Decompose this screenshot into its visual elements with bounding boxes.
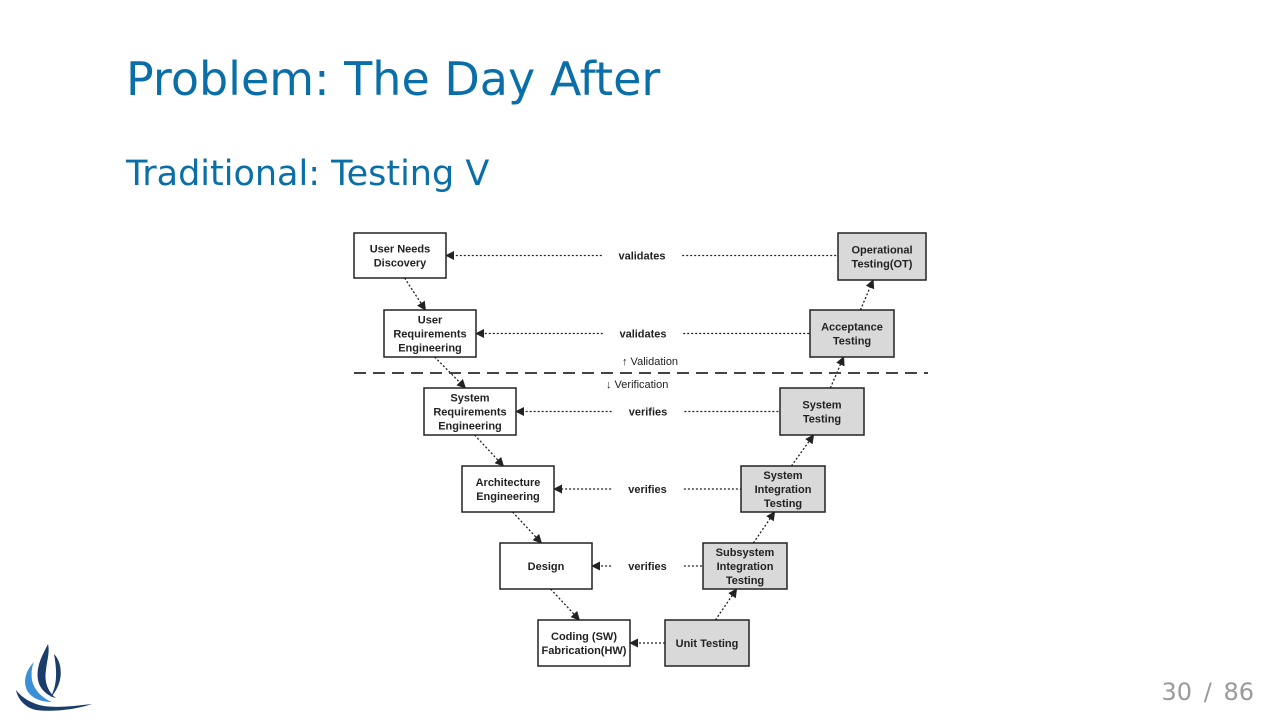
page-separator: / (1203, 678, 1212, 706)
right-box-2-line-1: Testing (803, 414, 841, 426)
left-box-1-rect (383, 309, 477, 358)
right-flow-arrow-5 (714, 588, 738, 621)
left-box-2-line-1: Requirements (433, 407, 506, 419)
right-box-4-line-2: Testing (726, 575, 764, 587)
right-box-1-rect (809, 309, 895, 358)
left-box-1-line-1: Requirements (393, 329, 466, 341)
right-flow-arrow-4 (752, 511, 776, 544)
left-flow-arrow-0 (404, 277, 426, 311)
right-flow-arrow-3 (790, 434, 815, 467)
right-box-4-line-0: Subsystem (716, 547, 775, 559)
left-box-4: Design (499, 542, 593, 590)
right-box-3-rect (740, 465, 826, 513)
right-box-1-line-0: Acceptance (821, 322, 883, 334)
verification-label: ↓ Verification (606, 379, 668, 391)
right-box-0-rect (837, 232, 927, 281)
right-box-5-rect (664, 619, 750, 667)
left-flow-arrow-2 (474, 434, 505, 467)
page-current: 30 (1161, 678, 1193, 706)
left-box-0-line-0: User Needs (370, 244, 431, 256)
left-box-5-line-1: Fabrication(HW) (542, 645, 627, 657)
right-box-3-line-0: System (763, 470, 802, 482)
left-box-0-line-1: Discovery (374, 258, 427, 270)
right-box-4-rect (702, 542, 788, 590)
right-box-0-line-0: Operational (851, 245, 912, 257)
left-box-2-line-0: System (450, 393, 489, 405)
left-flow-arrow-3 (512, 511, 543, 544)
right-box-0-line-1: Testing(OT) (852, 259, 913, 271)
right-box-4-line-1: Integration (717, 561, 774, 573)
validation-label: ↑ Validation (622, 356, 678, 368)
slide-subtitle: Traditional: Testing V (126, 154, 490, 194)
link-label-2: verifies (629, 407, 668, 419)
link-label-4: verifies (628, 561, 667, 573)
link-label-1: validates (619, 329, 666, 341)
left-flow-arrow-4 (550, 588, 581, 621)
right-box-5-line-0: Unit Testing (676, 638, 739, 650)
link-label-0: validates (618, 251, 665, 263)
right-box-5: Unit Testing (664, 619, 750, 667)
page-total: 86 (1223, 678, 1254, 706)
right-box-3-line-2: Testing (764, 498, 802, 510)
boxes-layer: User NeedsDiscoveryUserRequirementsEngin… (353, 232, 927, 667)
left-box-3-rect (461, 465, 555, 513)
left-box-1-line-0: User (418, 315, 443, 327)
left-box-3-line-0: Architecture (476, 477, 541, 489)
left-box-2-line-2: Engineering (438, 421, 502, 433)
right-flow-arrow-1 (859, 279, 875, 311)
left-box-2-rect (423, 387, 517, 436)
left-box-4-rect (499, 542, 593, 590)
left-box-4-line-0: Design (528, 561, 565, 573)
left-box-5-rect (537, 619, 631, 667)
bird-logo-icon (16, 644, 92, 711)
left-box-0-rect (353, 232, 447, 279)
right-box-2-rect (779, 387, 865, 436)
phase-layer: ↑ Validation ↓ Verification (354, 356, 928, 391)
right-box-3-line-1: Integration (755, 484, 812, 496)
page-number: 30 / 86 (1160, 678, 1256, 706)
slide-title: Problem: The Day After (126, 52, 661, 106)
left-box-1-line-2: Engineering (398, 343, 462, 355)
right-box-2-line-0: System (802, 400, 841, 412)
left-box-5: Coding (SW) Fabrication(HW) (537, 619, 631, 667)
left-box-3-line-1: Engineering (476, 491, 540, 503)
links-layer: validates validates verifies verifies verifi… (404, 251, 875, 648)
right-box-1-line-1: Testing (833, 336, 871, 348)
link-label-3: verifies (628, 484, 667, 496)
left-box-5-line-0: Coding (SW) (551, 631, 617, 643)
